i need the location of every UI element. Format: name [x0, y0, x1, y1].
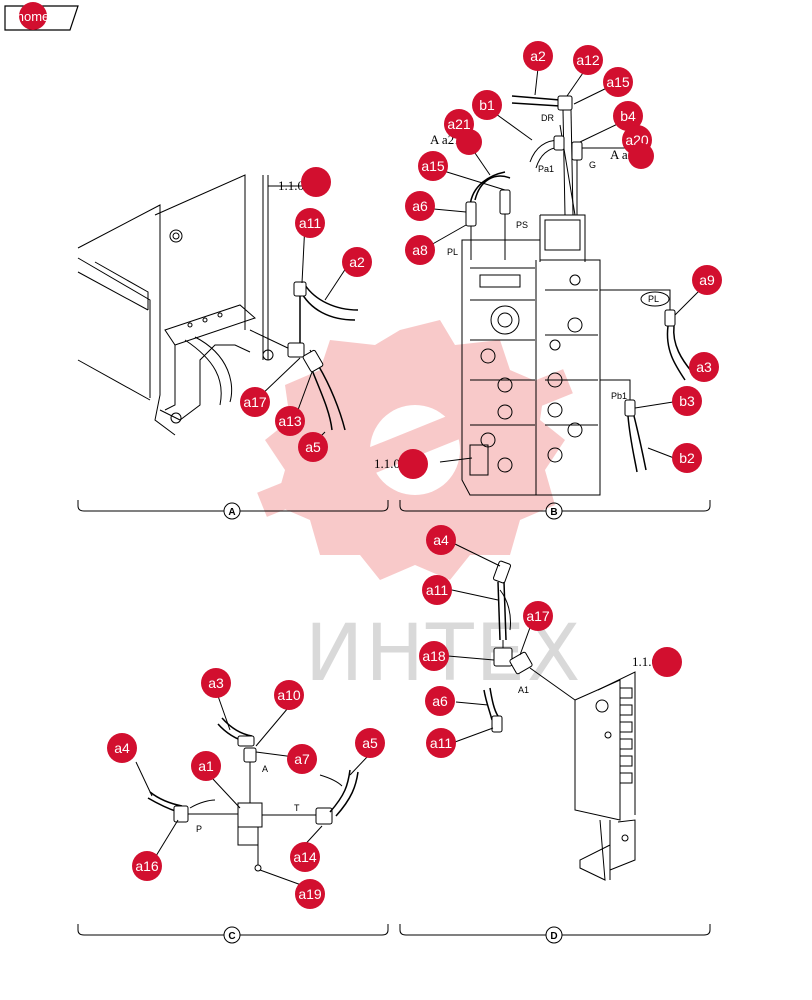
callout-a10-section-c[interactable]: a10	[274, 680, 304, 710]
callout-a2-section-a[interactable]: a2	[342, 247, 372, 277]
callout-b4-section-b[interactable]: b4	[613, 101, 643, 131]
callout-dot-1020	[301, 167, 331, 197]
callout-a11-section-d[interactable]: a11	[422, 575, 452, 605]
callout-dot-1050	[398, 449, 428, 479]
svg-text:a2: a2	[349, 254, 365, 270]
svg-text:a14: a14	[293, 849, 317, 865]
section-bracket-d: D	[399, 924, 711, 944]
home-button[interactable]: home	[4, 2, 79, 31]
svg-text:a6: a6	[432, 693, 448, 709]
callout-a15-top-section-b[interactable]: a15	[603, 67, 633, 97]
callout-dot-1080	[652, 647, 682, 677]
port-label-p: P	[196, 824, 202, 834]
callout-b1-section-b[interactable]: b1	[472, 90, 502, 120]
callout-a3-section-c[interactable]: a3	[201, 668, 231, 698]
port-label-a: A	[262, 764, 268, 774]
callout-b3-section-b[interactable]: b3	[672, 386, 702, 416]
callout-a15-section-b[interactable]: a15	[418, 151, 448, 181]
callout-a12-section-b[interactable]: a12	[573, 45, 603, 75]
svg-text:b4: b4	[620, 108, 636, 124]
callout-a17-section-a[interactable]: a17	[240, 387, 270, 417]
svg-text:a4: a4	[433, 532, 449, 548]
svg-text:a13: a13	[278, 413, 302, 429]
port-label-ps: PS	[516, 220, 528, 230]
callout-a14-section-c[interactable]: a14	[290, 842, 320, 872]
section-d-drawing	[447, 543, 636, 881]
svg-text:b1: b1	[479, 97, 495, 113]
svg-text:a16: a16	[135, 858, 159, 874]
section-d-label: D	[550, 931, 557, 942]
port-label-pl-circle: PL	[648, 294, 659, 304]
home-label: home	[17, 9, 50, 24]
svg-text:a17: a17	[526, 608, 550, 624]
svg-text:a12: a12	[576, 52, 600, 68]
svg-text:a5: a5	[362, 735, 378, 751]
callout-a2-section-b[interactable]: a2	[523, 41, 553, 71]
port-label-t: T	[294, 803, 300, 813]
svg-text:a18: a18	[422, 648, 446, 664]
watermark: ИНТЕХ	[257, 320, 580, 699]
section-c-label: C	[228, 931, 235, 942]
callout-a1-section-c[interactable]: a1	[191, 751, 221, 781]
svg-text:a11: a11	[430, 735, 453, 751]
callout-a9-section-b[interactable]: a9	[692, 265, 722, 295]
svg-text:a5: a5	[305, 439, 321, 455]
svg-text:a10: a10	[277, 687, 301, 703]
port-label-pb1: Pb1	[611, 391, 627, 401]
section-c-drawing	[135, 695, 369, 887]
svg-text:a6: a6	[412, 198, 428, 214]
section-bracket-b: B	[399, 500, 711, 520]
callout-a5-section-a[interactable]: a5	[298, 432, 328, 462]
callout-a11b-section-d[interactable]: a11	[426, 728, 456, 758]
section-a-label: A	[228, 507, 235, 518]
callout-a16-section-c[interactable]: a16	[132, 851, 162, 881]
svg-text:a9: a9	[699, 272, 715, 288]
svg-text:a7: a7	[294, 751, 310, 767]
svg-text:a11: a11	[299, 215, 322, 231]
svg-text:a11: a11	[426, 582, 449, 598]
callout-dot-a21	[456, 129, 482, 155]
svg-text:a15: a15	[606, 74, 630, 90]
callout-a4-section-d[interactable]: a4	[426, 525, 456, 555]
port-label-dr: DR	[541, 113, 554, 123]
port-label-pl: PL	[447, 247, 458, 257]
callout-dot-a20	[628, 143, 654, 169]
callout-a5-section-c[interactable]: a5	[355, 728, 385, 758]
callout-a19-section-c[interactable]: a19	[295, 879, 325, 909]
svg-text:b2: b2	[679, 450, 695, 466]
section-a-drawing	[77, 174, 359, 445]
svg-text:a3: a3	[696, 359, 712, 375]
callout-bubbles: a11 a2 a17 a13 a5 a2 a12 a15 b1 b4 a21 a…	[107, 41, 722, 909]
callout-a18-section-d[interactable]: a18	[419, 641, 449, 671]
callout-a11-section-a[interactable]: a11	[295, 208, 325, 238]
port-label-pa1: Pa1	[538, 164, 554, 174]
svg-text:b3: b3	[679, 393, 695, 409]
callout-a17-section-d[interactable]: a17	[523, 601, 553, 631]
callout-a6-section-b[interactable]: a6	[405, 191, 435, 221]
callout-a3-section-b[interactable]: a3	[689, 352, 719, 382]
callout-a8-section-b[interactable]: a8	[405, 235, 435, 265]
svg-text:a1: a1	[198, 758, 214, 774]
svg-text:a19: a19	[298, 886, 322, 902]
callout-a6-section-d[interactable]: a6	[425, 686, 455, 716]
callout-a13-section-a[interactable]: a13	[275, 406, 305, 436]
section-b-label: B	[550, 507, 557, 518]
port-label-a1: A1	[518, 685, 529, 695]
callout-a7-section-c[interactable]: a7	[287, 744, 317, 774]
svg-text:a8: a8	[412, 242, 428, 258]
section-bracket-a: A	[77, 500, 389, 520]
svg-text:a3: a3	[208, 675, 224, 691]
svg-text:a17: a17	[243, 394, 267, 410]
callout-a4-section-c[interactable]: a4	[107, 733, 137, 763]
port-label-g: G	[589, 160, 596, 170]
section-b-drawing	[421, 67, 706, 496]
svg-text:a4: a4	[114, 740, 130, 756]
svg-text:a21: a21	[447, 116, 471, 132]
svg-text:a2: a2	[530, 48, 546, 64]
svg-text:a15: a15	[421, 158, 445, 174]
callout-b2-section-b[interactable]: b2	[672, 443, 702, 473]
section-bracket-c: C	[77, 924, 389, 944]
